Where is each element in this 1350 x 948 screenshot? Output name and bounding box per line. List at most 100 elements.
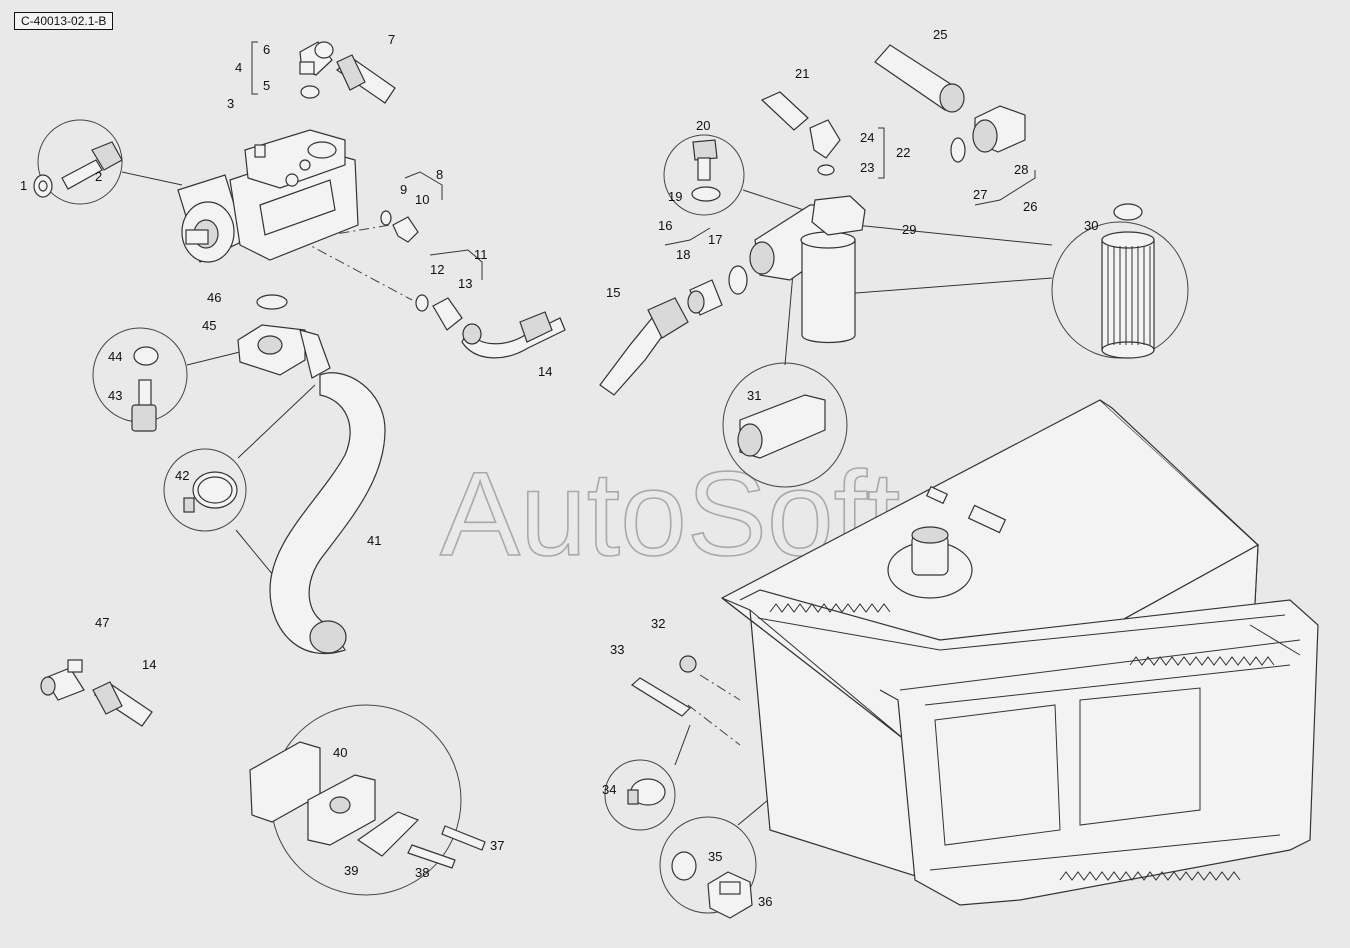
- part-bolt-2: [61, 141, 123, 190]
- part-bolt-38: [407, 844, 456, 869]
- part-clip-40: [249, 741, 376, 846]
- callout-25: 25: [933, 27, 947, 42]
- part-tank-steps: [739, 589, 1319, 906]
- part-elbow-24: [809, 119, 841, 159]
- detail-circle-clamp: [163, 448, 247, 532]
- callout-14b: 14: [142, 657, 156, 672]
- callout-12: 12: [430, 262, 444, 277]
- group-brackets: [251, 41, 1036, 280]
- callout-19: 19: [668, 189, 682, 204]
- callout-40: 40: [333, 745, 347, 760]
- leader-lines: [121, 171, 1053, 826]
- part-bolt-20: [692, 139, 718, 181]
- part-filter-element-30: [1101, 203, 1155, 359]
- callout-31: 31: [747, 388, 761, 403]
- callout-numbers: 1 2 3 4 5 6 7 8 9 10 11 12 13 14 14 15 1…: [20, 27, 1098, 909]
- part-hose-14: [461, 311, 566, 359]
- callout-10: 10: [415, 192, 429, 207]
- part-spacer-32: [679, 655, 697, 673]
- part-hose-25: [874, 44, 965, 113]
- callout-6: 6: [263, 42, 270, 57]
- part-washer-44: [133, 346, 159, 366]
- callout-33: 33: [610, 642, 624, 657]
- callout-29: 29: [902, 222, 916, 237]
- callout-43: 43: [108, 388, 122, 403]
- part-adapter-13: [432, 297, 463, 331]
- callout-9: 9: [400, 182, 407, 197]
- callout-21: 21: [795, 66, 809, 81]
- part-bolt-37: [441, 825, 486, 851]
- part-elbow-10: [392, 216, 419, 243]
- callout-16: 16: [658, 218, 672, 233]
- callout-34: 34: [602, 782, 616, 797]
- callout-14: 14: [538, 364, 552, 379]
- callout-5: 5: [263, 78, 270, 93]
- part-filter-29: [749, 195, 866, 344]
- part-clamp-34: [627, 778, 666, 806]
- callout-38: 38: [415, 865, 429, 880]
- part-o-ring-23: [817, 164, 835, 176]
- callout-20: 20: [696, 118, 710, 133]
- callout-27: 27: [973, 187, 987, 202]
- part-o-ring-5: [300, 85, 320, 99]
- callout-11: 11: [474, 247, 488, 262]
- part-hose-15: [599, 297, 689, 396]
- callout-30: 30: [1084, 218, 1098, 233]
- callout-22: 22: [896, 145, 910, 160]
- callout-45: 45: [202, 318, 216, 333]
- drawing-code-label: C-40013-02.1-B: [14, 12, 114, 30]
- part-elbow-28: [972, 105, 1026, 153]
- callout-24: 24: [860, 130, 874, 145]
- part-hose-end-7: [335, 54, 396, 104]
- detail-circle-bolt-36: [659, 816, 757, 914]
- part-washer-1: [33, 174, 53, 198]
- callout-15: 15: [606, 285, 620, 300]
- part-bolt-36: [707, 871, 753, 919]
- part-tube-33: [630, 677, 691, 717]
- callout-26: 26: [1023, 199, 1037, 214]
- part-elbow-fitting-6: [299, 41, 334, 76]
- callout-46: 46: [207, 290, 221, 305]
- part-hydraulic-pump-3: [177, 129, 359, 263]
- callout-4: 4: [235, 60, 242, 75]
- callout-18: 18: [676, 247, 690, 262]
- callout-36: 36: [758, 894, 772, 909]
- part-o-ring-46: [256, 294, 288, 310]
- callout-42: 42: [175, 468, 189, 483]
- callout-7: 7: [388, 32, 395, 47]
- part-fitting-31: [737, 394, 826, 459]
- part-o-ring-9: [380, 210, 392, 226]
- callout-35: 35: [708, 849, 722, 864]
- callout-41: 41: [367, 533, 381, 548]
- callout-32: 32: [651, 616, 665, 631]
- part-washer-35: [671, 851, 697, 881]
- part-cap-screw-43: [131, 379, 157, 432]
- part-o-ring-17: [728, 265, 748, 295]
- callout-39: 39: [344, 863, 358, 878]
- part-clamp-42: [183, 471, 238, 513]
- detail-circle-bolt: [37, 119, 123, 205]
- callout-8: 8: [436, 167, 443, 182]
- callout-47: 47: [95, 615, 109, 630]
- part-suction-hose-41: [269, 372, 386, 655]
- part-adapter-18: [687, 279, 723, 316]
- callout-44: 44: [108, 349, 122, 364]
- part-tee-fitting-47: [40, 659, 85, 701]
- part-plate-39: [356, 811, 420, 857]
- detail-circle-clamp-34: [604, 759, 676, 831]
- callout-23: 23: [860, 160, 874, 175]
- callout-1: 1: [20, 178, 27, 193]
- part-fitting-21: [760, 91, 809, 131]
- part-o-ring-27: [950, 137, 966, 163]
- part-flange-45: [237, 324, 331, 379]
- detail-circle-bolt-20: [663, 134, 745, 216]
- callout-13: 13: [458, 276, 472, 291]
- callout-28: 28: [1014, 162, 1028, 177]
- callout-2: 2: [95, 169, 102, 184]
- part-o-ring-12: [415, 294, 429, 312]
- callout-37: 37: [490, 838, 504, 853]
- part-hose-end-14b: [92, 681, 153, 727]
- callout-3: 3: [227, 96, 234, 111]
- part-washer-19: [691, 186, 721, 202]
